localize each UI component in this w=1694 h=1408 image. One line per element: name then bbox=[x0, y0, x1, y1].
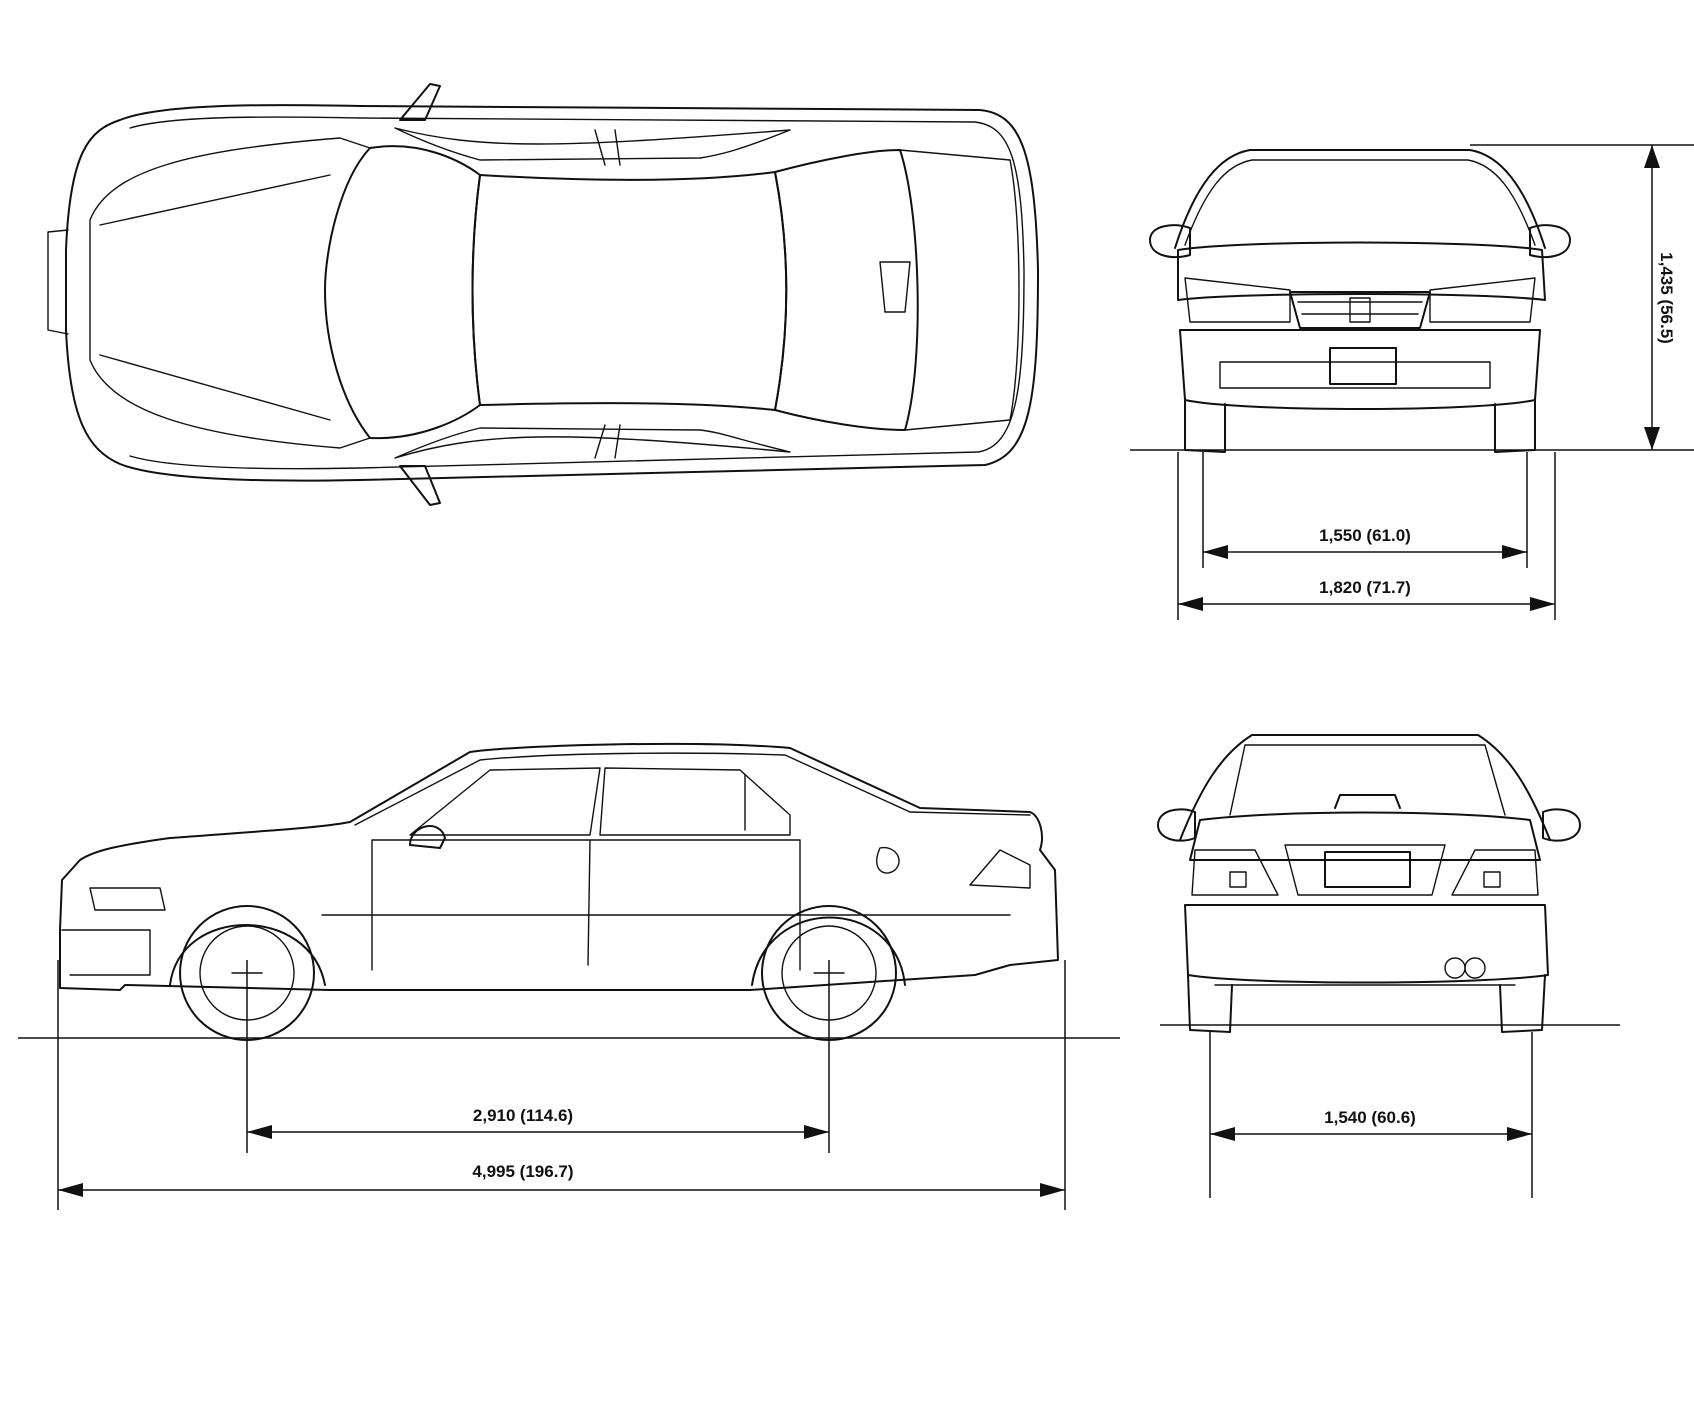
front-track-dimension bbox=[1202, 452, 1528, 568]
wheelbase-label: 2,910 (114.6) bbox=[473, 1106, 573, 1125]
overall-length-dimension bbox=[57, 960, 1066, 1210]
height-label: 1,435 (56.5) bbox=[1657, 252, 1676, 344]
rear-track-dimension bbox=[1209, 1032, 1533, 1198]
front-view bbox=[1149, 149, 1571, 453]
height-dimension bbox=[1470, 144, 1694, 450]
side-view bbox=[59, 742, 1059, 1041]
rear-track-label: 1,540 (60.6) bbox=[1324, 1108, 1416, 1127]
overall-width-label: 1,820 (71.7) bbox=[1319, 578, 1411, 597]
wheelbase-dimension bbox=[246, 960, 830, 1153]
top-view bbox=[47, 83, 1039, 506]
front-track-label: 1,550 (61.0) bbox=[1319, 526, 1411, 545]
overall-length-label: 4,995 (196.7) bbox=[472, 1162, 573, 1181]
rear-view bbox=[1157, 734, 1581, 1033]
overall-width-dimension bbox=[1177, 452, 1556, 620]
